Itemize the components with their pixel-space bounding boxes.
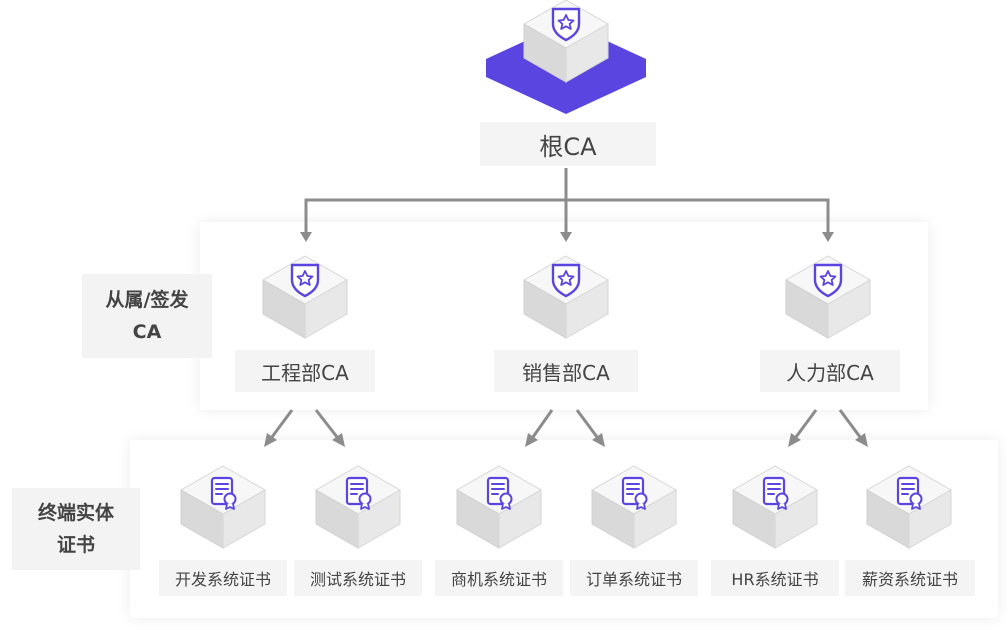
arrowhead <box>855 433 868 447</box>
arrow-sales-opportunity <box>531 409 554 438</box>
arrow-engineering-dev <box>270 409 294 438</box>
hr-cert-label: HR系统证书 <box>711 560 839 596</box>
arrowhead <box>592 433 605 447</box>
arrow-hr-payroll <box>838 409 862 438</box>
test-cert-label: 测试系统证书 <box>294 560 422 596</box>
tier-label-line2: 证书 <box>56 534 95 556</box>
hr-ca-label: 人力部CA <box>760 350 900 392</box>
arrowhead <box>822 232 834 242</box>
certificate-icon <box>486 476 513 511</box>
tier-label-line1: 终端实体 <box>37 502 114 524</box>
arrowhead <box>332 433 345 447</box>
payroll-cert-label: 薪资系统证书 <box>845 560 975 596</box>
dev-cert-cube <box>180 465 266 549</box>
order-cert-cube <box>591 465 677 549</box>
arrowhead <box>560 232 572 242</box>
hr-cert-cube <box>732 465 818 549</box>
sales-ca-cube <box>523 255 609 339</box>
tier-label-subordinate: 从属/签发 CA <box>82 274 212 358</box>
engineering-ca-cube <box>262 255 348 339</box>
opportunity-cert-label: 商机系统证书 <box>435 560 563 596</box>
sales-ca-label: 销售部CA <box>494 350 638 392</box>
certificate-icon <box>896 476 923 511</box>
test-cert-cube <box>315 465 401 549</box>
root-ca-label: 根CA <box>480 122 656 166</box>
tier-label-end-entity: 终端实体 证书 <box>12 488 140 570</box>
certificate-icon <box>621 476 648 511</box>
engineering-ca-label: 工程部CA <box>235 350 375 392</box>
certificate-icon <box>762 476 789 511</box>
certificate-icon <box>210 476 237 511</box>
arrowhead <box>300 232 312 242</box>
tier-label-line1: 从属/签发 <box>105 289 189 311</box>
certificate-icon <box>345 476 372 511</box>
order-cert-label: 订单系统证书 <box>570 560 698 596</box>
tier-label-line2: CA <box>132 321 162 343</box>
payroll-cert-cube <box>866 465 952 549</box>
dev-cert-label: 开发系统证书 <box>159 560 287 596</box>
arrowhead <box>525 433 538 447</box>
arrowhead <box>264 433 277 447</box>
arrow-sales-order <box>575 409 599 438</box>
arrow-hr-hr <box>794 409 818 438</box>
arrow-engineering-test <box>314 409 339 438</box>
opportunity-cert-cube <box>456 465 542 549</box>
root-connectors <box>304 168 830 232</box>
hr-ca-cube <box>785 255 871 339</box>
arrowhead <box>788 433 801 447</box>
